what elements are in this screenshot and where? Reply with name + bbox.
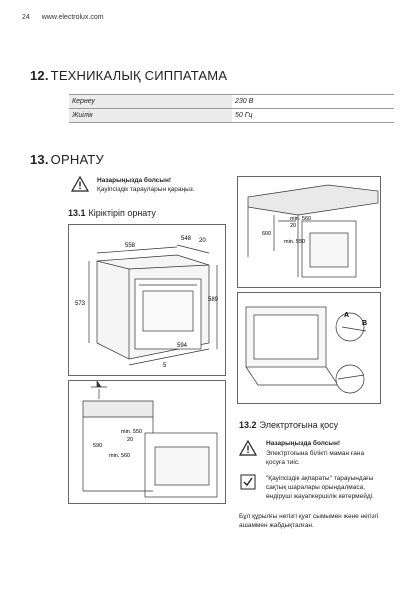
subsection-13-2-number: 13.2 [239, 420, 257, 430]
spec-value-frequency: 50 Гц [232, 108, 394, 123]
subsection-13-1-heading: Кіріктіріп орнату [88, 208, 156, 218]
warning-triangle-icon [71, 176, 89, 192]
built-in-under-counter-drawing: min. 560 20 600 min. 550 [247, 184, 379, 278]
table-row: Кернеу 230 В [69, 94, 394, 109]
dim-min-550: min. 550 [121, 429, 142, 435]
dim-558: 558 [125, 243, 136, 249]
site-url: www.electrolux.com [41, 14, 104, 21]
dim-min-560: min. 560 [290, 216, 311, 222]
power-cord-line-2: ашаммен жабдықталған. [239, 522, 314, 529]
warning2-line-1: Электртоғына білікті маман ғана [266, 450, 365, 457]
label-a: A [344, 312, 349, 319]
dim-573: 573 [75, 301, 86, 307]
fixing-screws-drawing: A B [245, 306, 367, 394]
section-12-number: 12. [30, 68, 49, 83]
page-header: 24 www.electrolux.com [22, 14, 104, 21]
label-b: B [362, 320, 367, 327]
subsection-13-2-heading: Электртоғына қосу [259, 420, 339, 430]
dim-20: 20 [127, 437, 133, 443]
warning-triangle-icon [239, 440, 257, 456]
subsection-13-1-number: 13.1 [68, 208, 86, 218]
warning2-title: Назарыңызда болсын! [266, 440, 341, 447]
dim-594: 594 [177, 343, 188, 349]
section-12-heading: ТЕХНИКАЛЫҚ СИППАТАМА [50, 68, 228, 83]
spec-value-voltage: 230 В [232, 94, 394, 109]
section-13-number: 13. [30, 152, 49, 167]
info-note: "Қауіпсіздік ақпараты" тарауындағы сақты… [266, 474, 374, 501]
info-line-1: "Қауіпсіздік ақпараты" тарауындағы [266, 475, 374, 482]
power-cord-line-1: Бұл құрылғы негізгі қуат сымымен және не… [239, 513, 379, 520]
spec-label-frequency: Жиілік [69, 108, 232, 123]
built-in-column-diagram: min. 550 20 590 min. 560 [68, 379, 226, 504]
dim-20: 20 [199, 238, 206, 244]
warning-title: Назарыңызда болсын! [97, 177, 172, 184]
oven-dimensions-diagram: 558 548 20 573 589 594 5 [68, 224, 226, 376]
power-cord-note: Бұл құрылғы негізгі қуат сымымен және не… [239, 512, 378, 530]
dim-589: 589 [208, 297, 219, 303]
fixing-screws-diagram: A B [237, 292, 381, 404]
warning2-body: Электртоғына білікті маман ғана қосуға т… [266, 449, 364, 467]
dim-min-560: min. 560 [109, 453, 130, 459]
table-row: Жиілік 50 Гц [69, 108, 394, 123]
warning-body: Қауіпсіздік тарауларын қараңыз. [97, 186, 195, 193]
spec-label-voltage: Кернеу [69, 94, 232, 109]
dim-min-550: min. 550 [284, 239, 305, 245]
built-in-under-counter-diagram: min. 560 20 600 min. 550 [237, 176, 381, 288]
section-12-title: 12.ТЕХНИКАЛЫҚ СИППАТАМА [30, 68, 227, 83]
info-line-2: сақтық шаралары орындалмаса, [266, 484, 366, 491]
info-line-3: өндіруші жауапкершілік көтермейді. [266, 493, 374, 500]
dim-600: 600 [262, 231, 271, 237]
section-13-heading: ОРНАТУ [50, 152, 104, 167]
warning2-line-2: қосуға тиіс. [266, 459, 300, 466]
dim-590: 590 [93, 443, 102, 449]
info-checklist-icon [240, 474, 256, 490]
section-13-title: 13.ОРНАТУ [30, 152, 104, 167]
spec-table: Кернеу 230 В Жиілік 50 Гц [69, 94, 394, 123]
oven-dimensions-drawing: 558 548 20 573 589 594 5 [75, 236, 219, 369]
page-number: 24 [22, 14, 30, 21]
built-in-column-drawing: min. 550 20 590 min. 560 [82, 379, 218, 498]
dim-5: 5 [163, 363, 167, 369]
dim-20: 20 [290, 223, 296, 229]
dim-548: 548 [181, 236, 192, 242]
